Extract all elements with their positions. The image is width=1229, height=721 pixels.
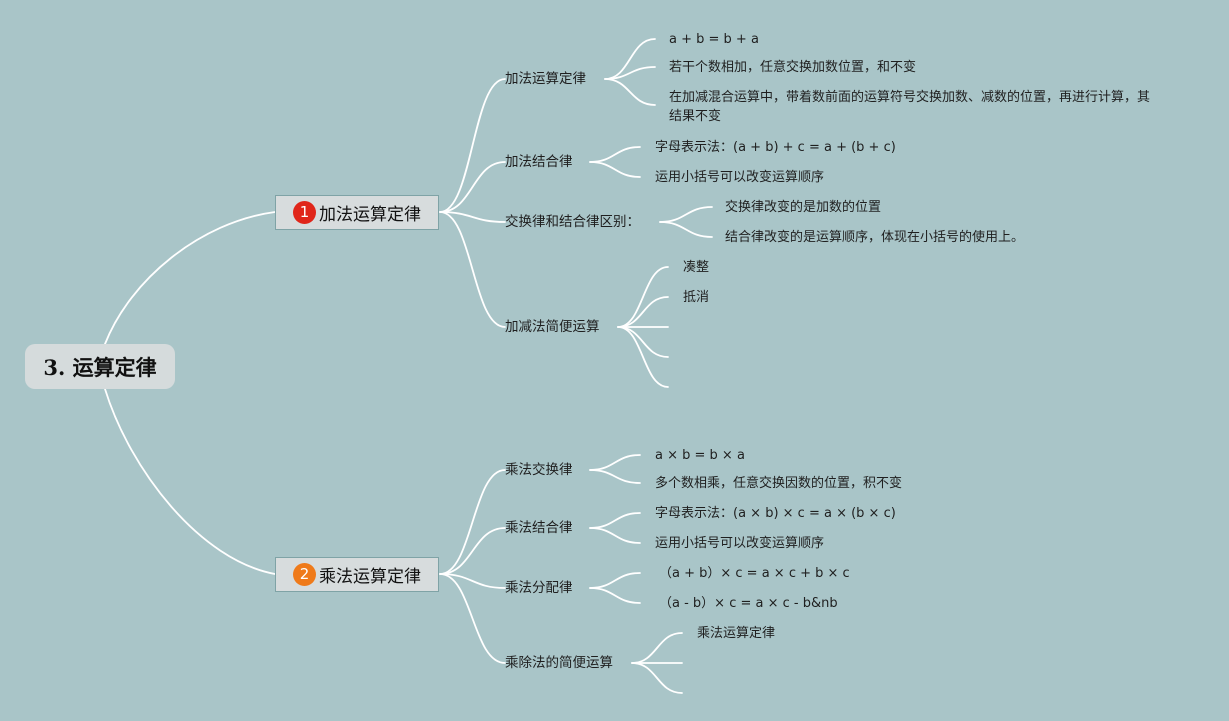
leaf-connector xyxy=(589,454,641,471)
leaf-text[interactable]: 乘法运算定律 xyxy=(697,626,776,641)
branch-multiplication-laws[interactable]: 2 乘法运算定律 xyxy=(275,557,439,592)
leaf-text[interactable]: 多个数相乘，任意交换因数的位置，积不变 xyxy=(655,476,903,491)
branch-label: 加法运算定律 xyxy=(319,205,421,225)
branch-1-connector xyxy=(439,78,506,213)
subtopic-addition-commutative[interactable]: 加法运算定律 xyxy=(505,71,586,87)
leaf-text[interactable]: 交换律改变的是加数的位置 xyxy=(725,200,882,215)
branch-1-connector xyxy=(439,211,506,223)
leaf-text[interactable]: （a + b）× c = a × c + b × c xyxy=(659,566,850,581)
root-to-branch-2-line xyxy=(104,388,276,575)
leaf-connector xyxy=(589,587,641,604)
branch-1-connector xyxy=(439,211,506,328)
leaf-connector xyxy=(617,296,669,328)
branch-label: 乘法运算定律 xyxy=(319,567,421,587)
priority-1-badge: 1 xyxy=(293,201,316,224)
leaf-text[interactable]: 运用小括号可以改变运算顺序 xyxy=(655,536,825,551)
branch-1-connector xyxy=(439,161,506,213)
leaf-connector xyxy=(589,572,641,589)
leaf-connector xyxy=(589,512,641,529)
leaf-text[interactable]: 字母表示法：(a × b) × c = a × (b × c) xyxy=(655,506,896,521)
subtopic-add-subtract-shortcut[interactable]: 加减法简便运算 xyxy=(505,319,600,335)
subtopic-multiplication-associative[interactable]: 乘法结合律 xyxy=(505,520,573,536)
branch-2-connector xyxy=(439,573,506,589)
subtopic-addition-associative[interactable]: 加法结合律 xyxy=(505,154,573,170)
leaf-connector xyxy=(659,206,713,223)
leaf-text[interactable]: 字母表示法：(a + b) + c = a + (b + c) xyxy=(655,140,896,155)
leaf-connector xyxy=(589,527,641,544)
leaf-connector xyxy=(617,266,669,328)
leaf-text[interactable]: a × b = b × a xyxy=(655,448,745,463)
leaf-text[interactable]: 结合律改变的是运算顺序，体现在小括号的使用上。 xyxy=(725,230,1025,245)
branch-2-connector xyxy=(439,573,506,664)
leaf-connector xyxy=(659,221,713,238)
leaf-text[interactable]: 若干个数相加，任意交换加数位置，和不变 xyxy=(669,60,917,75)
root-label: 3. 运算定律 xyxy=(43,354,157,380)
leaf-text[interactable]: 运用小括号可以改变运算顺序 xyxy=(655,170,825,185)
leaf-connector xyxy=(617,326,669,388)
leaf-text[interactable]: a + b = b + a xyxy=(669,32,759,47)
leaf-connector xyxy=(589,469,641,484)
leaf-text[interactable]: 在加减混合运算中，带着数前面的运算符号交换加数、减数的位置，再进行计算，其结果不… xyxy=(669,90,1151,124)
subtopic-law-difference[interactable]: 交换律和结合律区别： xyxy=(505,214,640,230)
leaf-text[interactable]: （a - b）× c = a × c - b&nb xyxy=(659,596,838,611)
root-to-branch-1-line xyxy=(104,211,276,345)
subtopic-multiplication-commutative[interactable]: 乘法交换律 xyxy=(505,462,573,478)
leaf-connector xyxy=(604,78,656,106)
root-node[interactable]: 3. 运算定律 xyxy=(25,344,175,389)
leaf-connector xyxy=(631,662,683,694)
branch-2-connector xyxy=(439,527,506,575)
leaf-connector xyxy=(631,632,683,664)
leaf-connector xyxy=(617,326,669,358)
leaf-connector xyxy=(589,146,641,163)
subtopic-multiply-divide-shortcut[interactable]: 乘除法的简便运算 xyxy=(505,655,613,671)
leaf-text[interactable]: 抵消 xyxy=(683,290,710,305)
subtopic-distributive[interactable]: 乘法分配律 xyxy=(505,580,573,596)
leaf-text[interactable]: 凑整 xyxy=(683,260,710,275)
branch-2-connector xyxy=(439,469,506,575)
leaf-connector xyxy=(589,161,641,178)
priority-2-badge: 2 xyxy=(293,563,316,586)
branch-addition-laws[interactable]: 1 加法运算定律 xyxy=(275,195,439,230)
